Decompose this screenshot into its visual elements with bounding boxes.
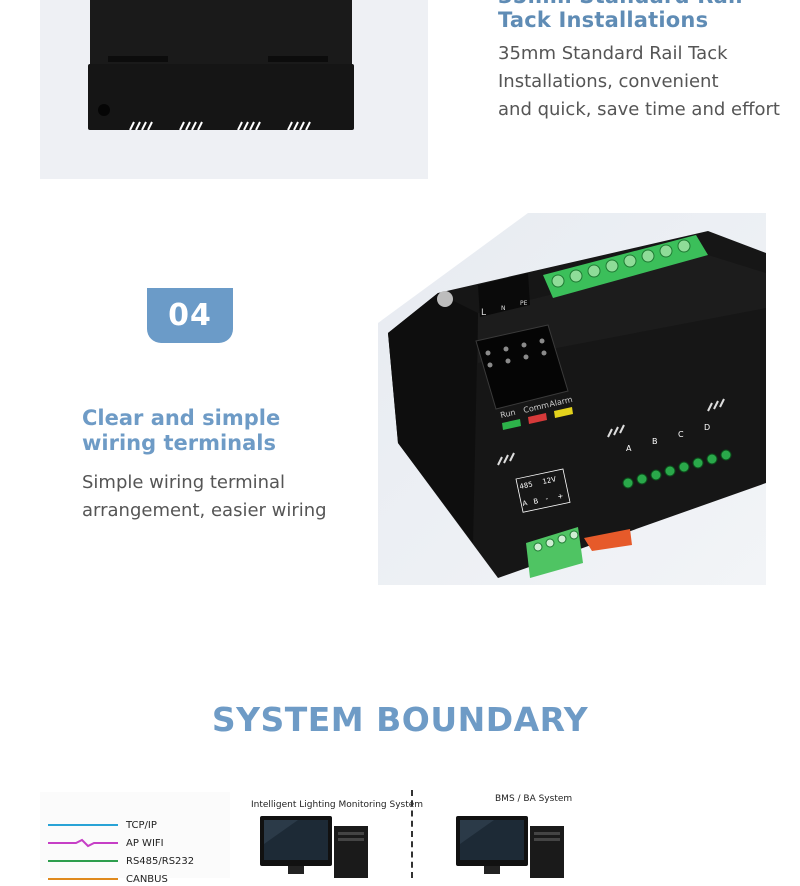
channel-label-b: B xyxy=(652,437,658,446)
pin-label-a: A xyxy=(522,499,529,508)
legend-item-canbus: CANBUS xyxy=(48,872,168,886)
rs485-line-icon xyxy=(48,860,118,862)
legend-label-apwifi: AP WIFI xyxy=(126,837,164,849)
section-03-description: 35mm Standard Rail Tack Installations, c… xyxy=(498,40,780,124)
legend-item-tcpip: TCP/IP xyxy=(48,818,157,832)
rail-mount-device-image xyxy=(88,0,354,130)
section-04-desc-line-2: arrangement, easier wiring xyxy=(82,500,327,521)
system-boundary-title: SYSTEM BOUNDARY xyxy=(211,700,589,739)
channel-label-d: D xyxy=(704,423,710,432)
legend-label-tcpip: TCP/IP xyxy=(126,819,157,831)
system-label-lighting: Intelligent Lighting Monitoring System xyxy=(251,800,424,810)
section-04-badge: 04 xyxy=(147,288,233,343)
section-04-desc-line-1: Simple wiring terminal xyxy=(82,472,286,493)
section-04-title: Clear and simple wiring terminals xyxy=(82,406,280,456)
tcpip-line-icon xyxy=(48,824,118,826)
section-04-title-line-1: Clear and simple xyxy=(82,406,281,430)
section-03-title-line-2: Tack Installations xyxy=(498,8,709,32)
system-label-bms: BMS / BA System xyxy=(495,794,573,804)
section-04-description: Simple wiring terminal arrangement, easi… xyxy=(82,469,327,525)
section-03-desc-line-2: Installations, convenient xyxy=(498,71,719,92)
status-label-run: Run xyxy=(499,408,516,420)
port-label-12v: 12V xyxy=(542,475,557,486)
wifi-zigzag-line-icon xyxy=(48,838,118,848)
section-03-title-line-1: 35mm Standard Rail xyxy=(498,0,743,8)
pin-label-plus: + xyxy=(557,492,565,501)
power-label-pe: PE xyxy=(520,300,528,307)
section-03-desc-line-3: and quick, save time and effort xyxy=(498,99,780,120)
section-03-title: 35mm Standard Rail Tack Installations xyxy=(498,0,743,32)
system-divider xyxy=(411,790,413,878)
port-label-485: 485 xyxy=(519,480,534,491)
power-label-n: N xyxy=(501,305,506,312)
canbus-line-icon xyxy=(48,878,118,880)
legend-item-apwifi: AP WIFI xyxy=(48,836,164,850)
computer-workstation-icon xyxy=(260,816,368,878)
legend-item-rs485: RS485/RS232 xyxy=(48,854,194,868)
pin-label-minus: - xyxy=(545,495,550,503)
section-04-title-line-2: wiring terminals xyxy=(82,431,276,455)
pin-label-b: B xyxy=(533,497,540,506)
legend-label-rs485: RS485/RS232 xyxy=(126,855,195,867)
connection-legend: TCP/IP AP WIFI RS485/RS232 CANBUS xyxy=(40,792,230,885)
bms-workstation-icon xyxy=(456,816,564,878)
wiring-terminal-device-image: L N PE Run Comm Alarm A B C D 485 12V A … xyxy=(378,213,766,585)
section-03-desc-line-1: 35mm Standard Rail Tack xyxy=(498,43,728,64)
channel-label-c: C xyxy=(678,430,684,439)
channel-label-a: A xyxy=(626,444,632,453)
legend-label-canbus: CANBUS xyxy=(126,873,168,885)
power-label-l: L xyxy=(481,308,486,318)
